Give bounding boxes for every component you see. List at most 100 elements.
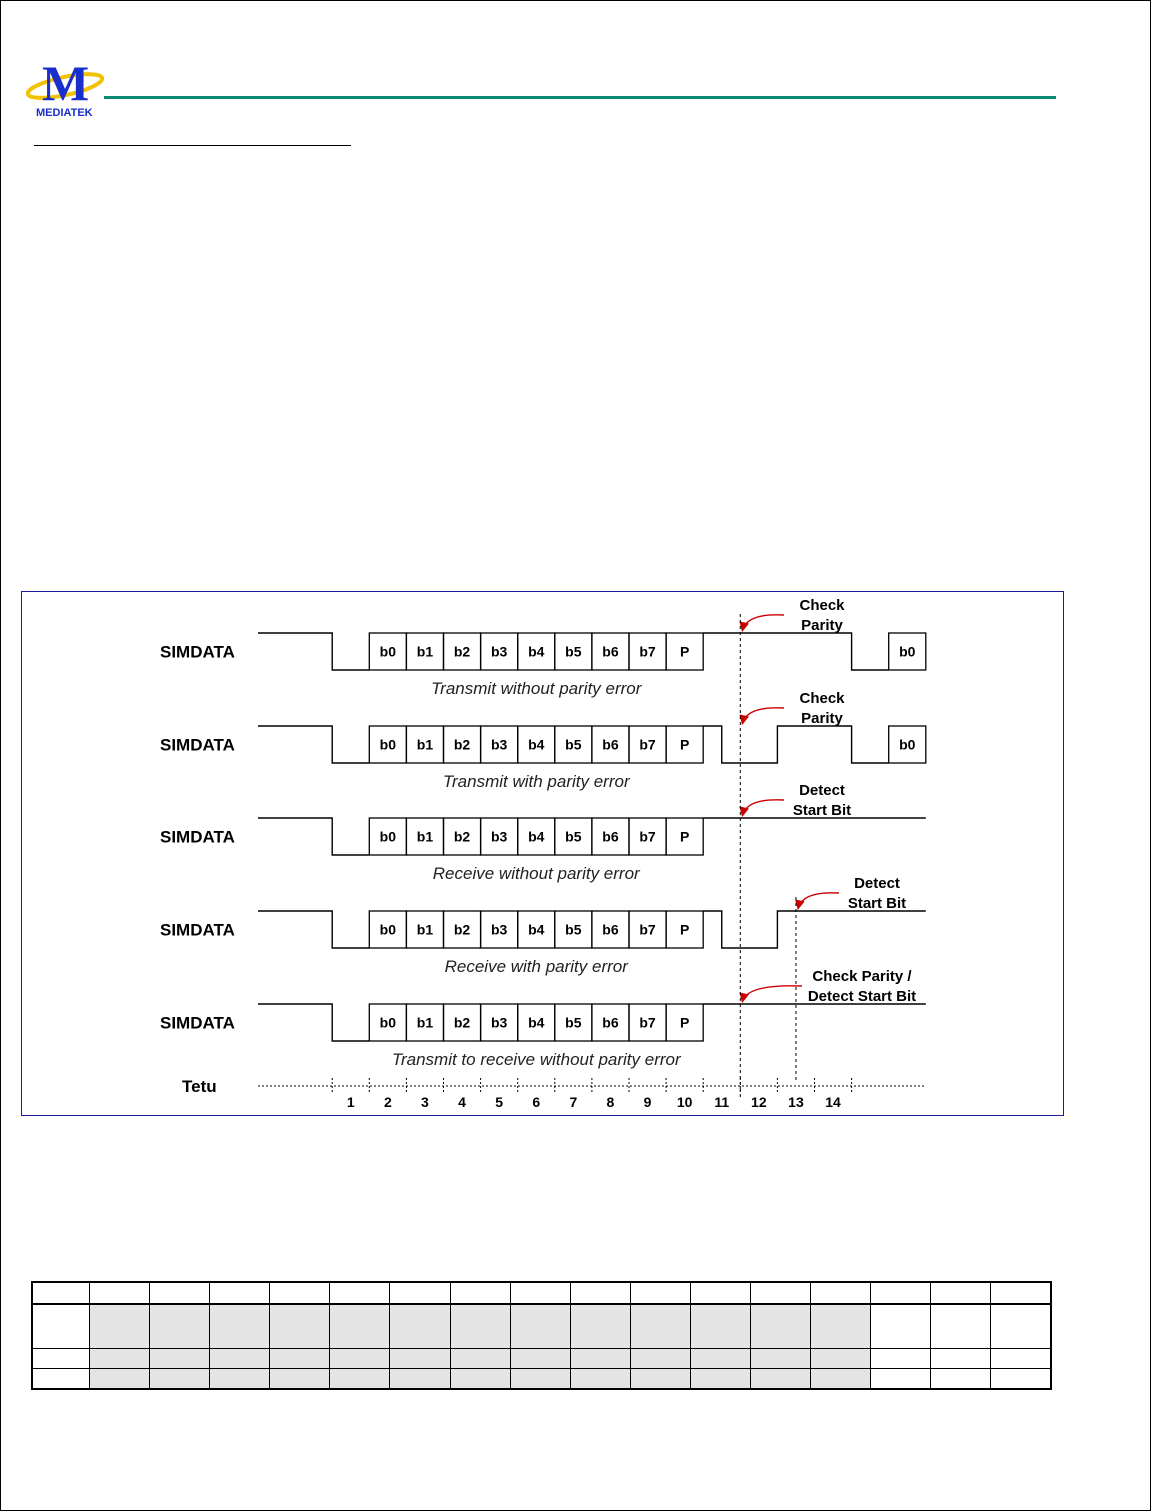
- table-cell: [389, 1368, 451, 1390]
- bit-label: b4: [528, 1015, 545, 1031]
- table-cell: [750, 1303, 812, 1349]
- signal-label: SIMDATA: [160, 921, 235, 940]
- table-cell: [509, 1281, 571, 1305]
- annotation-text: Detect: [799, 782, 845, 799]
- table-cell: [990, 1303, 1053, 1349]
- table-cell: [88, 1303, 151, 1349]
- bit-label: b1: [417, 922, 434, 938]
- table-cell: [149, 1303, 211, 1349]
- table-cell: [269, 1303, 331, 1349]
- register-table: [31, 1281, 1053, 1390]
- bit-label: b4: [528, 922, 545, 938]
- table-cell: [449, 1348, 511, 1369]
- table-cell: [750, 1348, 812, 1369]
- time-tick-label: 13: [788, 1094, 804, 1110]
- table-cell: [509, 1303, 571, 1349]
- table-cell: [88, 1281, 151, 1305]
- next-bit-cell: [888, 725, 927, 764]
- bit-label: b7: [639, 922, 656, 938]
- table-cell: [810, 1348, 872, 1369]
- bit-label: b7: [639, 737, 656, 753]
- annotation-text: Detect: [854, 875, 900, 892]
- table-cell: [209, 1348, 271, 1369]
- bit-label: b2: [454, 922, 471, 938]
- table-cell: [31, 1281, 90, 1305]
- bit-label: b4: [528, 737, 545, 753]
- table-cell: [930, 1348, 992, 1369]
- table-cell: [810, 1281, 872, 1305]
- bit-label: b3: [491, 922, 508, 938]
- table-cell: [209, 1368, 271, 1390]
- table-cell: [810, 1303, 872, 1349]
- bit-cell: [665, 632, 704, 671]
- table-cell: [990, 1348, 1053, 1369]
- bit-label: P: [680, 829, 689, 845]
- annotation-arrow: [739, 614, 785, 632]
- bit-label: b1: [417, 644, 434, 660]
- waveform: [258, 632, 889, 671]
- bit-label: b0: [380, 1015, 397, 1031]
- table-cell: [31, 1348, 90, 1369]
- time-tick-label: 8: [607, 1094, 615, 1110]
- bit-label: b1: [417, 737, 434, 753]
- bit-label: b2: [454, 829, 471, 845]
- time-tick-label: 7: [569, 1094, 577, 1110]
- bit-label: b1: [417, 1015, 434, 1031]
- table-cell: [930, 1281, 992, 1305]
- bit-label: b7: [639, 644, 656, 660]
- bit-cell: [665, 725, 704, 764]
- table-cell: [750, 1368, 812, 1390]
- logo-letter: M: [42, 56, 89, 111]
- bit-label: b4: [528, 829, 545, 845]
- annotation-text: Detect Start Bit: [808, 988, 916, 1005]
- bit-label: b0: [380, 737, 397, 753]
- table-cell: [329, 1368, 391, 1390]
- bit-label: b5: [565, 644, 582, 660]
- row-caption: Transmit with parity error: [443, 772, 631, 791]
- table-cell: [269, 1281, 331, 1305]
- table-cell: [88, 1368, 151, 1390]
- time-tick-label: 5: [495, 1094, 503, 1110]
- waveform: [258, 725, 889, 764]
- table-cell: [870, 1303, 932, 1349]
- bit-label: b6: [602, 829, 619, 845]
- table-row: [31, 1368, 1053, 1390]
- table-cell: [509, 1348, 571, 1369]
- bit-label: b5: [565, 737, 582, 753]
- table-cell: [870, 1348, 932, 1369]
- time-tick-label: 12: [751, 1094, 767, 1110]
- time-tick-label: 2: [384, 1094, 392, 1110]
- time-tick-label: 4: [458, 1094, 466, 1110]
- row-caption: Receive with parity error: [445, 957, 630, 976]
- bit-label: b5: [565, 829, 582, 845]
- time-tick-label: 3: [421, 1094, 429, 1110]
- table-cell: [449, 1281, 511, 1305]
- next-bit-label: b0: [899, 737, 916, 753]
- table-cell: [629, 1348, 691, 1369]
- annotation-text: Start Bit: [793, 802, 851, 819]
- table-cell: [389, 1303, 451, 1349]
- bit-label: b2: [454, 1015, 471, 1031]
- table-cell: [569, 1368, 631, 1390]
- table-cell: [269, 1368, 331, 1390]
- row-caption: Receive without parity error: [433, 864, 641, 883]
- table-cell: [990, 1281, 1053, 1305]
- annotation-text: Check Parity /: [812, 968, 912, 985]
- bit-label: b6: [602, 644, 619, 660]
- bit-label: b6: [602, 1015, 619, 1031]
- signal-label: SIMDATA: [160, 1014, 235, 1033]
- table-cell: [870, 1281, 932, 1305]
- bit-label: b7: [639, 1015, 656, 1031]
- bit-label: b0: [380, 829, 397, 845]
- bit-label: P: [680, 737, 689, 753]
- table-cell: [750, 1281, 812, 1305]
- bit-label: b3: [491, 644, 508, 660]
- next-bit-label: b0: [899, 644, 916, 660]
- table-cell: [389, 1348, 451, 1369]
- signal-label: SIMDATA: [160, 828, 235, 847]
- table-cell: [209, 1303, 271, 1349]
- table-row: [31, 1348, 1053, 1369]
- bit-label: P: [680, 644, 689, 660]
- bit-label: P: [680, 922, 689, 938]
